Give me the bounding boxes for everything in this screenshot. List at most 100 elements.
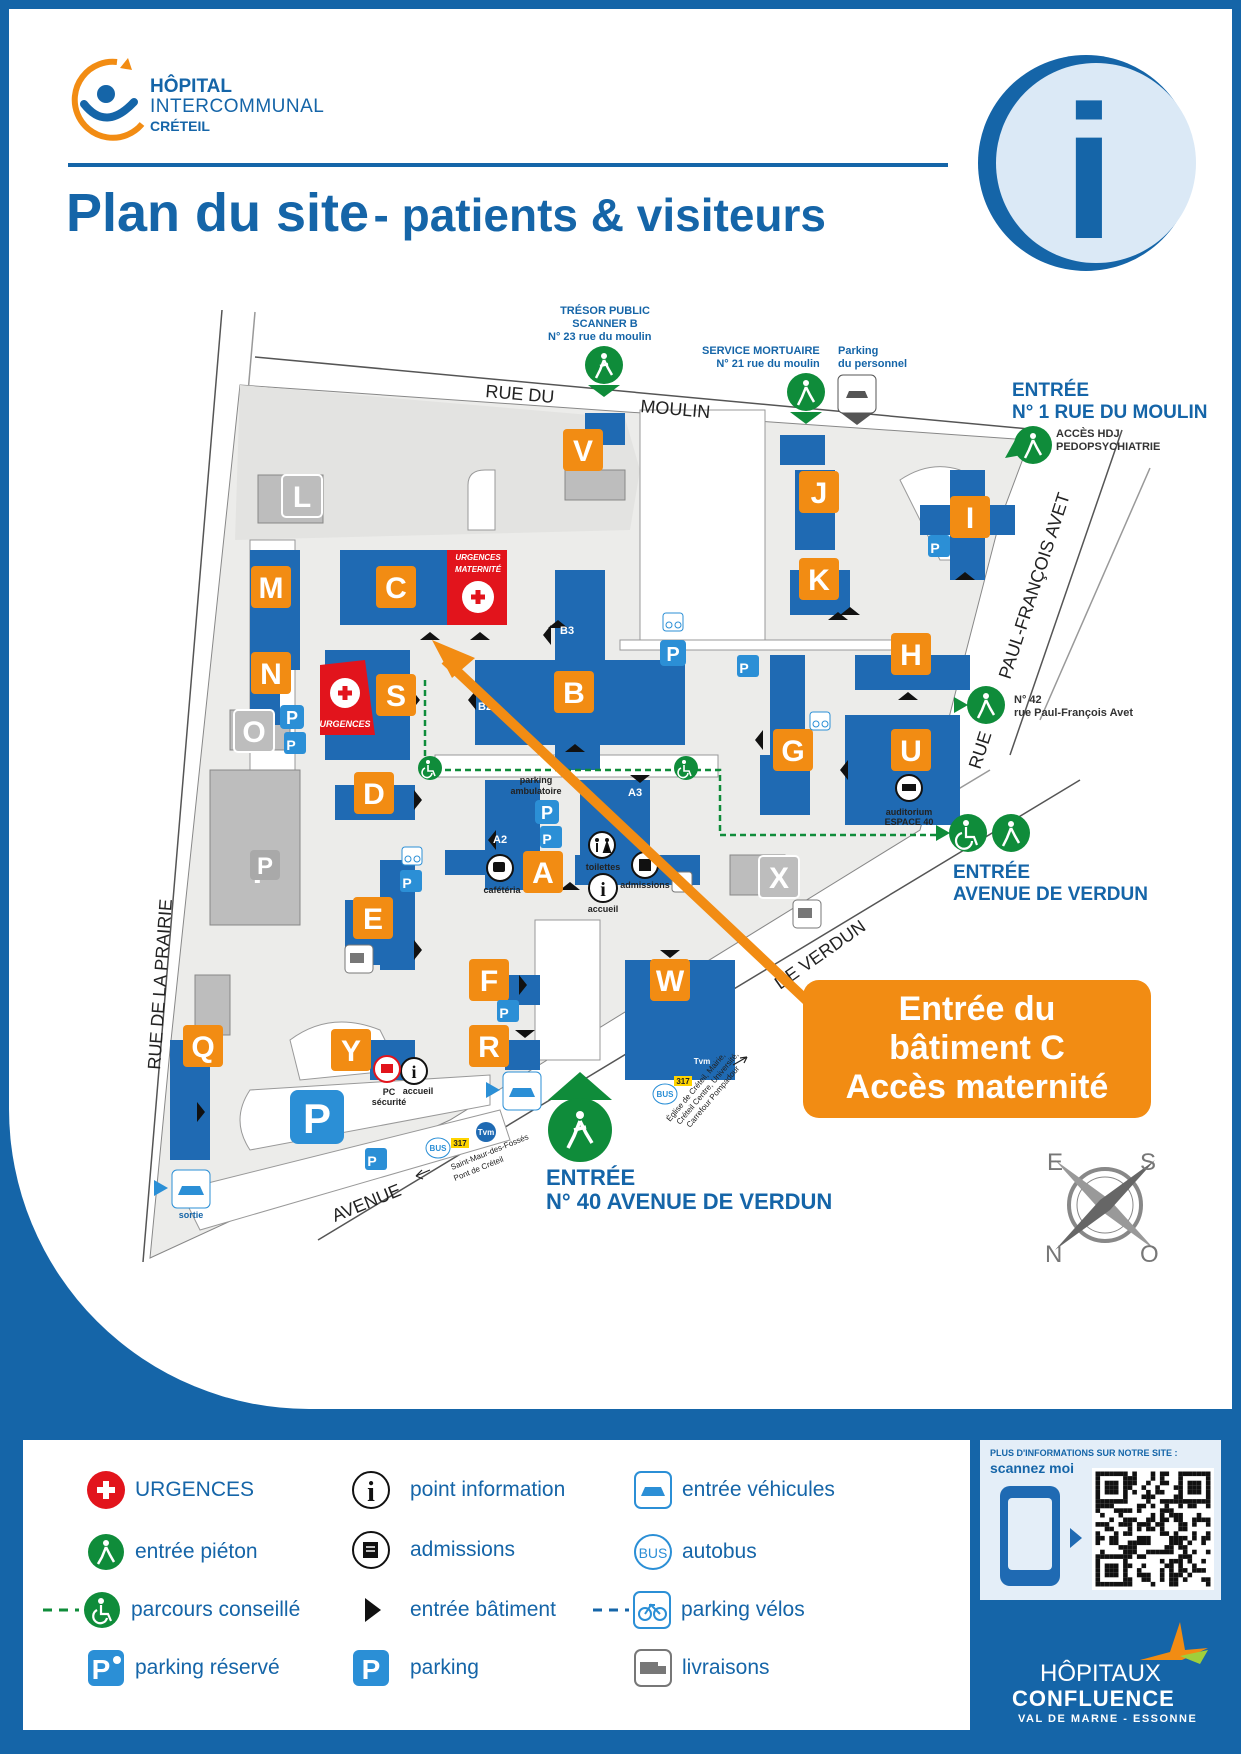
logo-line3: CRÉTEIL (150, 118, 210, 134)
title-main: Plan du site (66, 183, 370, 243)
building-w: W (650, 959, 690, 1001)
legend-autobus: BUS autobus (630, 1530, 757, 1574)
bicycle-parking-icon (401, 846, 423, 866)
urgences-maternite-label1: URGENCES (455, 553, 501, 562)
qr-scan-text: scannez moi (990, 1460, 1075, 1476)
parking-icons: P P P P P P P P P P P P (154, 374, 950, 1209)
building-letter-a: A (532, 857, 554, 890)
confluence-brand: HÔPITAUX CONFLUENCE VAL DE MARNE - ESSON… (1000, 1620, 1230, 1730)
service-icons: i i (373, 774, 923, 1085)
building-c: C (376, 566, 416, 608)
legend-parking-velos: parking vélos (593, 1588, 805, 1632)
svg-text:P: P (402, 875, 411, 891)
site-area-north (235, 385, 640, 540)
info-letter: i (1063, 67, 1116, 274)
urgences-label: URGENCES (319, 719, 370, 729)
building-letter-q: Q (191, 1031, 214, 1064)
toilets-label: toilettes (586, 862, 621, 872)
building-v: V (563, 429, 603, 471)
building-entrance-icon (365, 1598, 381, 1622)
building-f: F (469, 959, 509, 1001)
security-icon (373, 1055, 401, 1083)
mortuaire-label: SERVICE MORTUAIRE N° 21 rue du moulin (702, 345, 820, 370)
pc-label: PC (383, 1087, 396, 1097)
label-b3: B3 (560, 625, 574, 637)
vehicle-exit-icon (154, 1169, 211, 1209)
building-letter-w: W (656, 965, 685, 998)
building-d: D (354, 772, 394, 814)
parking-personnel-label: Parking du personnel (838, 345, 908, 370)
building-letter-c: C (385, 572, 407, 605)
reserved-parking-icon: P (400, 870, 422, 892)
building-m: M (251, 566, 291, 608)
tvm-badge: Tvm (476, 1122, 496, 1142)
legend-entree-batiment: entrée bâtiment (348, 1588, 556, 1632)
pedestrian-entries (418, 346, 1052, 1162)
bus-icon: BUS (425, 1137, 451, 1159)
delivery-icon (634, 1649, 672, 1687)
svg-text:P: P (542, 831, 551, 847)
dashed-line-icon (43, 1608, 79, 1612)
legend-entree-vehicules: entrée véhicules (630, 1468, 835, 1512)
svg-text:BUS: BUS (639, 1545, 668, 1561)
building-h: H (891, 633, 931, 675)
building-r: R (469, 1025, 509, 1067)
building-a: A (523, 851, 563, 893)
legend-point-information: i point information (348, 1468, 565, 1512)
svg-text:P: P (303, 1095, 331, 1142)
legend-parking: P parking (348, 1646, 479, 1690)
accessible-icon (84, 1592, 120, 1628)
building-letter-e: E (363, 903, 383, 936)
pedestrian-icon (787, 373, 825, 424)
building-entrance-markers (197, 572, 975, 1122)
building-letter-m: M (259, 572, 284, 605)
legend-parking-reserve: P parking réservé (83, 1646, 280, 1690)
building-letter-i: I (966, 502, 974, 535)
pedestrian-icon (992, 814, 1030, 852)
compass-rose-icon: E S N O (1045, 1149, 1159, 1268)
legend-livraisons: livraisons (630, 1646, 770, 1690)
building-x: X (758, 855, 800, 899)
accessible-path-icon (674, 756, 698, 780)
recommended-path (423, 680, 940, 837)
brand-logo-icon (1140, 1622, 1208, 1664)
logo-line1: HÔPITAL (150, 76, 232, 97)
building-g: G (773, 729, 813, 771)
parking-icon: P (660, 640, 686, 666)
parking-ambulatoire-1: parking (520, 775, 553, 785)
parking-grey-icon: P (250, 850, 280, 880)
urgences-buildings: URGENCES MATERNITÉ URGENCES (319, 550, 507, 735)
svg-text:P: P (92, 1654, 111, 1685)
building-u: U (891, 729, 931, 771)
delivery-icon (792, 899, 822, 929)
toilets-icon (588, 831, 616, 859)
brand-line3: VAL DE MARNE - ESSONNE (1018, 1713, 1198, 1725)
svg-text:i: i (411, 1062, 416, 1082)
brand-line2: CONFLUENCE (1012, 1686, 1175, 1711)
svg-text:P: P (930, 540, 939, 556)
building-letter-o: O (242, 716, 265, 749)
callout-batiment-c: Entrée du bâtiment C Accès maternité (803, 980, 1151, 1118)
auditorium-label: auditorium (886, 807, 933, 817)
reserved-parking-icon: P (540, 826, 562, 848)
callout-line1: Entrée du (898, 990, 1056, 1028)
bus-line-left: 317 (453, 1139, 467, 1148)
bus-label-left: BUS (430, 1144, 448, 1153)
legend: URGENCES entrée piéton parcours conseill… (23, 1440, 970, 1730)
callout-line3: Accès maternité (845, 1068, 1109, 1106)
compass-o: O (1140, 1241, 1159, 1268)
securite-label: sécurité (372, 1097, 407, 1107)
callout-arrow (432, 640, 842, 1034)
tvm-left: Tvm (478, 1128, 494, 1137)
compass-e: E (1047, 1149, 1063, 1176)
building-letter-d: D (363, 778, 385, 811)
building-letter-g: G (781, 735, 804, 768)
svg-text:P: P (367, 1153, 376, 1169)
svg-text:P: P (286, 737, 295, 753)
street-rue: RUE (965, 729, 996, 771)
parking-icon: P (280, 705, 304, 729)
qr-code-icon[interactable] (1092, 1468, 1214, 1590)
building-letter-y: Y (341, 1035, 361, 1068)
compass-n: N (1045, 1241, 1062, 1268)
building-letter-x: X (769, 862, 789, 895)
